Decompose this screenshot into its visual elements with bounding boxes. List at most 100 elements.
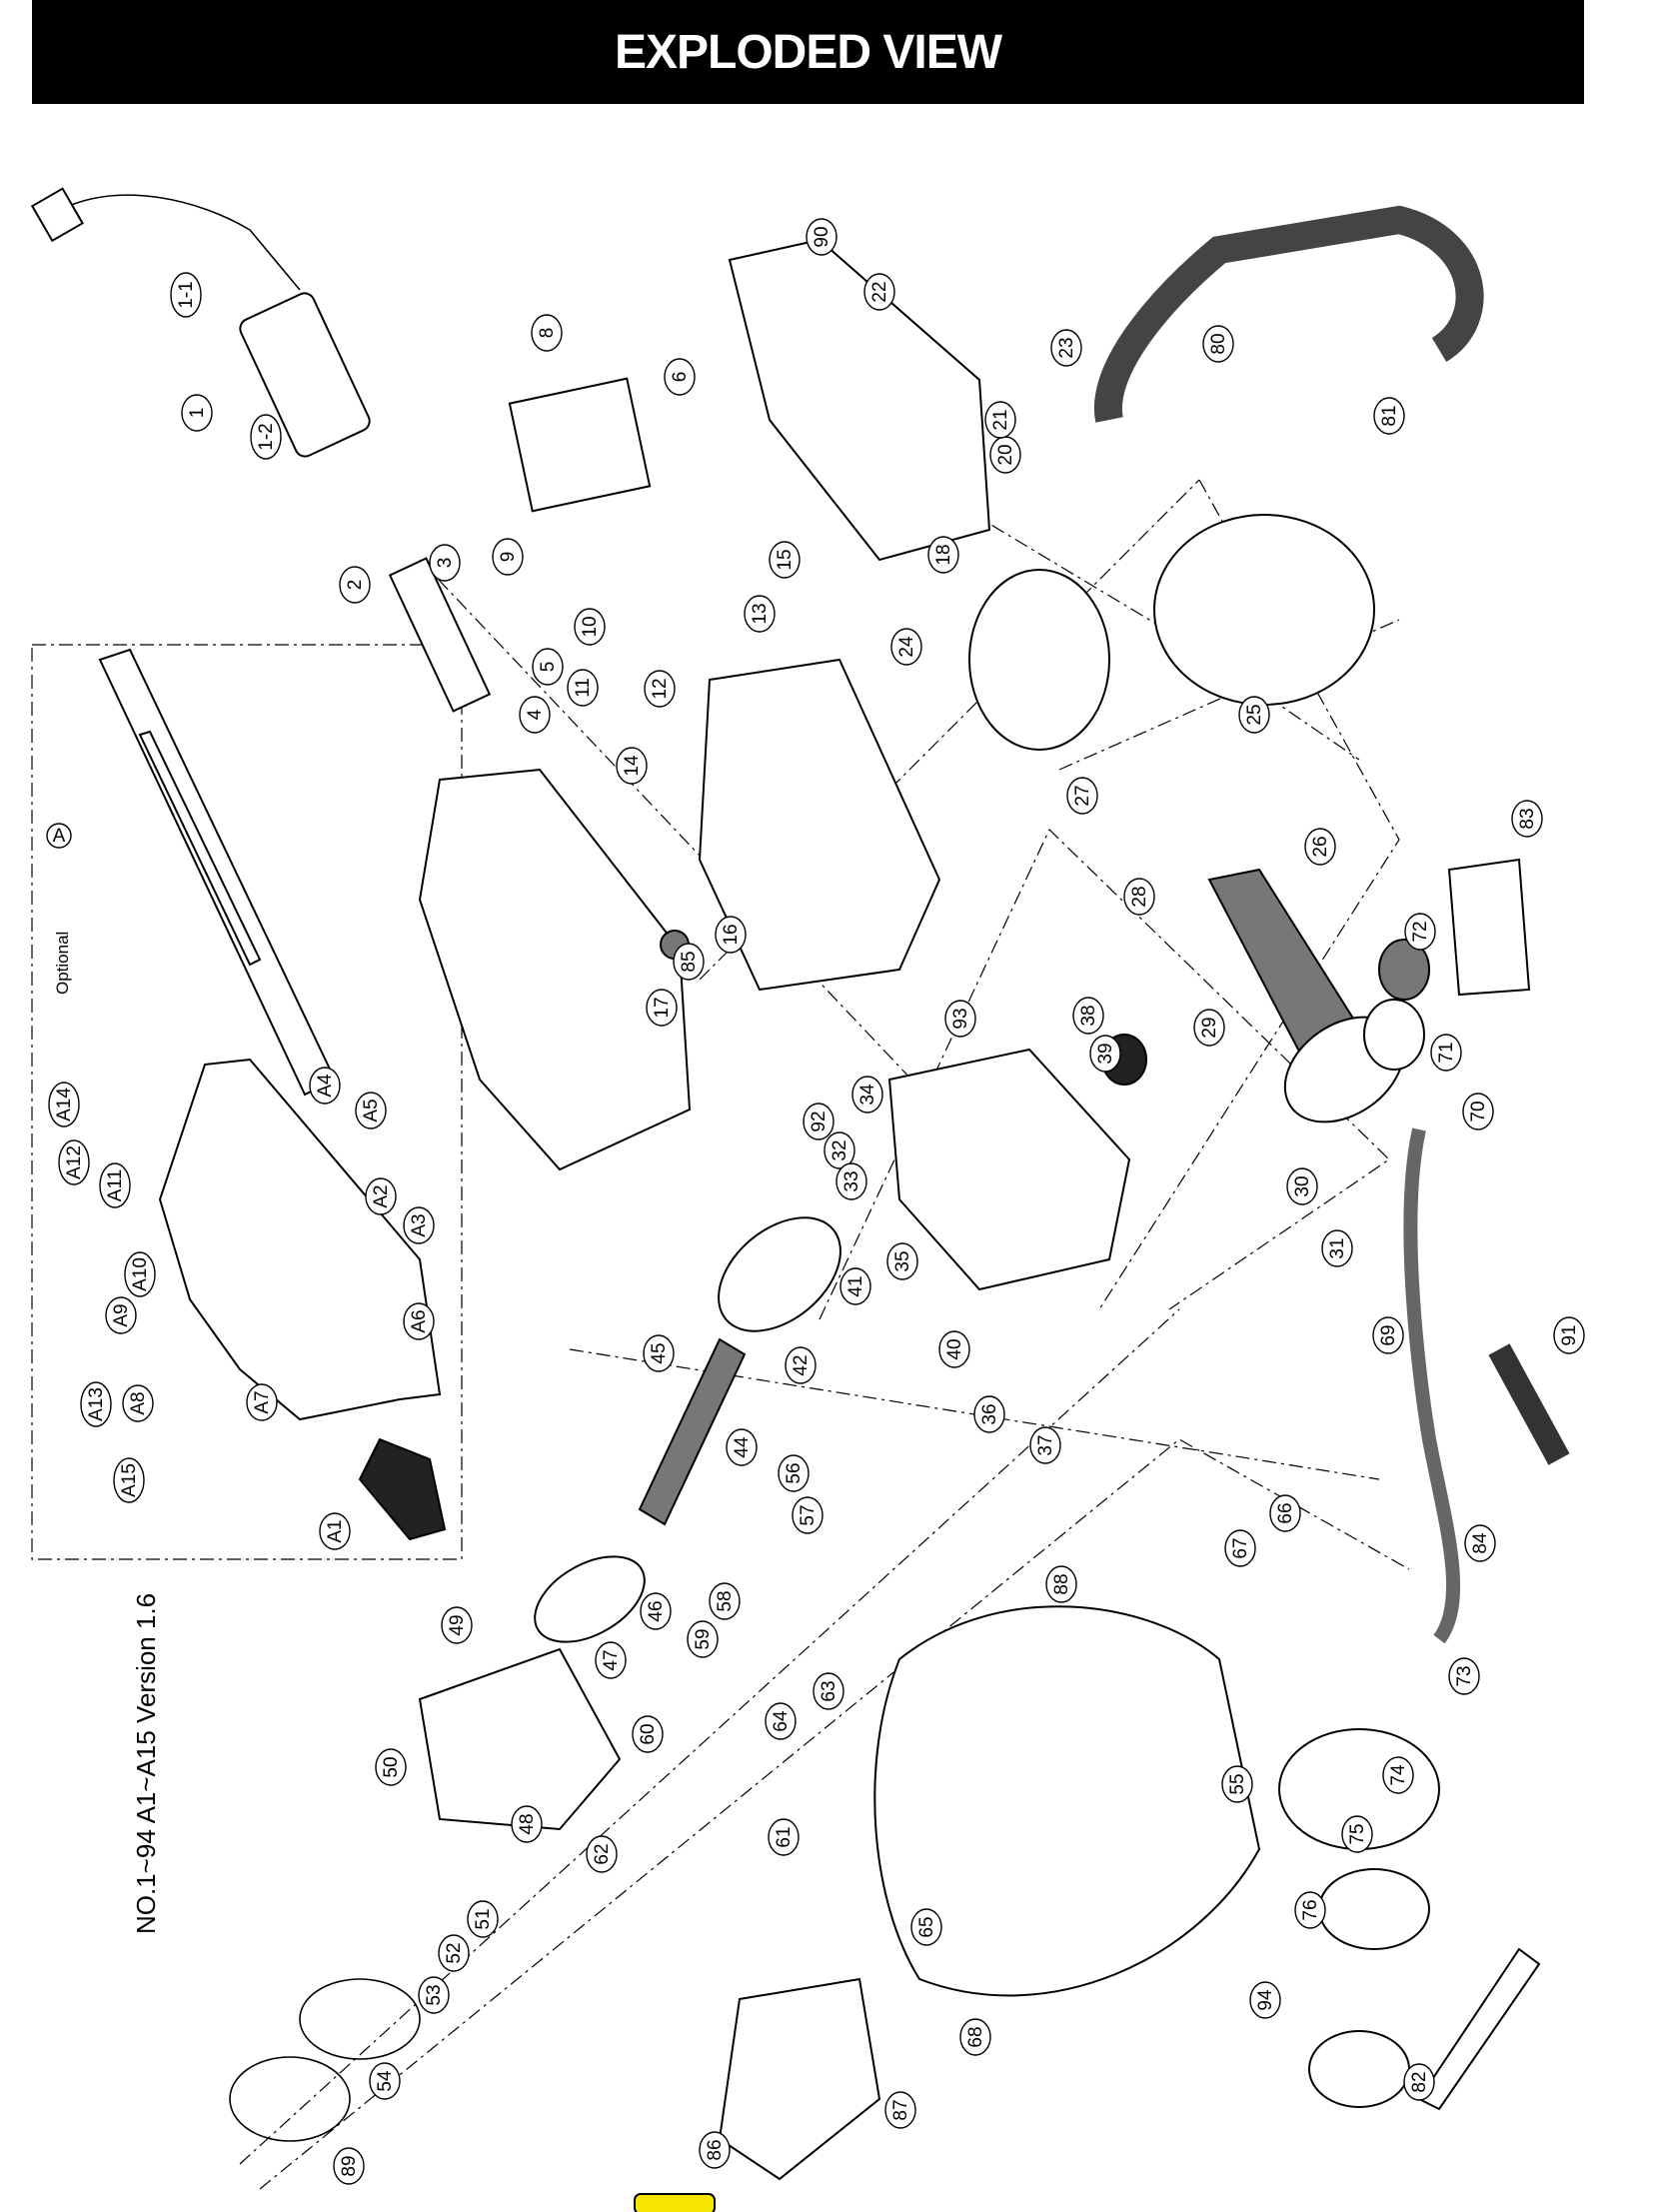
callout-31: 31 [1321,1229,1353,1267]
callout-label: 75 [1347,1823,1368,1844]
callout-label: 90 [812,226,832,247]
callout-37: 37 [1029,1426,1061,1464]
callout-label: 37 [1035,1434,1056,1455]
callout-label: 14 [622,755,643,777]
callout-label: 65 [916,1916,937,1937]
callout-label: 25 [1244,704,1265,725]
callout-65: 65 [910,1908,942,1946]
logo-mark [634,2193,716,2212]
callout-label: 73 [1454,1665,1475,1686]
callout-label: 84 [1470,1532,1491,1554]
callout-label: 57 [798,1504,819,1525]
callout-85: 85 [673,943,705,981]
spindle-part [638,1337,747,1526]
callout-4: 4 [519,696,551,734]
wheel-part [968,569,1110,751]
callout-a8: A8 [122,1384,154,1422]
callout-87: 87 [884,2091,916,2129]
callout-24: 24 [890,628,922,666]
callout-label: 41 [845,1275,866,1296]
callout-label: 33 [841,1170,862,1191]
callout-label: A13 [86,1387,107,1421]
clip-part [1447,858,1531,997]
callout-label: A3 [409,1213,430,1236]
callout-35: 35 [886,1242,918,1280]
callout-40: 40 [938,1330,970,1368]
wrench-part [1417,1947,1541,2111]
callout-label: 85 [679,951,700,972]
callout-a15: A15 [113,1457,145,1503]
rear-handle-part [728,238,991,562]
callout-27: 27 [1066,777,1098,815]
left-housing-part [418,768,692,1171]
callout-label: 86 [705,2139,726,2160]
callout-89: 89 [333,2147,365,2185]
gear-housing-part [887,1048,1131,1291]
callout-30: 30 [1286,1167,1318,1205]
callout-label: 72 [1410,921,1431,942]
callout-label: 42 [791,1354,812,1375]
callout-label: A4 [315,1074,336,1098]
callout-a14: A14 [48,1082,80,1127]
callout-76: 76 [1294,1891,1326,1929]
callout-34: 34 [851,1076,883,1113]
callout-label: 15 [775,549,796,570]
inner-flange-part [1318,1868,1430,1950]
o-ring-part [229,2056,351,2142]
optional-label: Optional [53,932,72,995]
callout-label: A5 [361,1099,382,1121]
callout-73: 73 [1448,1657,1480,1695]
callout-label: A10 [130,1257,151,1291]
callout-label: 91 [1559,1324,1580,1345]
callout-83: 83 [1511,800,1543,838]
callout-label: 66 [1275,1502,1296,1523]
optional-circle [46,823,72,849]
callout-label: A2 [371,1184,392,1207]
callout-label: 10 [580,616,601,637]
callout-label: 48 [517,1813,538,1834]
optional-circle-label: A [53,826,66,847]
callout-a9: A9 [105,1296,137,1334]
callout-63: 63 [813,1672,844,1710]
rail-slot-part [138,730,262,967]
callout-36: 36 [973,1395,1005,1433]
callout-1: 1 [181,394,213,432]
callout-label: 71 [1436,1042,1457,1063]
callout-49: 49 [441,1606,473,1644]
callout-6: 6 [664,358,696,396]
callout-label: 39 [1095,1043,1116,1064]
callout-label: 27 [1072,785,1093,806]
callout-label: 83 [1517,808,1538,829]
callout-label: 8 [537,328,558,339]
callout-label: 6 [670,372,691,383]
field-coil-part [1153,514,1375,706]
callout-69: 69 [1372,1316,1404,1354]
hose-part [1403,1127,1461,1644]
callout-14: 14 [616,747,648,785]
callout-label: 16 [721,924,742,945]
callout-label: 3 [435,558,456,569]
callout-label: 36 [979,1403,1000,1424]
callout-label: 61 [774,1826,795,1847]
callout-label: A9 [111,1303,132,1326]
callout-18: 18 [927,536,959,574]
callout-a12: A12 [58,1139,90,1185]
callout-a10: A10 [124,1251,156,1297]
callout-91: 91 [1553,1316,1585,1354]
callout-label: A12 [64,1145,85,1179]
callout-17: 17 [646,989,678,1027]
callout-label: 1 [187,408,208,419]
callout-16: 16 [715,916,747,954]
guide-knob-part [358,1437,447,1541]
callout-66: 66 [1269,1494,1301,1532]
callout-a6: A6 [403,1302,435,1340]
callout-label: 54 [375,2070,396,2092]
callout-23: 23 [1050,329,1082,367]
callout-82: 82 [1403,2063,1435,2101]
callout-label: 5 [538,662,559,673]
callout-label: 87 [890,2099,911,2120]
callout-88: 88 [1045,1565,1077,1603]
callout-90: 90 [806,218,837,256]
callout-84: 84 [1464,1524,1496,1562]
